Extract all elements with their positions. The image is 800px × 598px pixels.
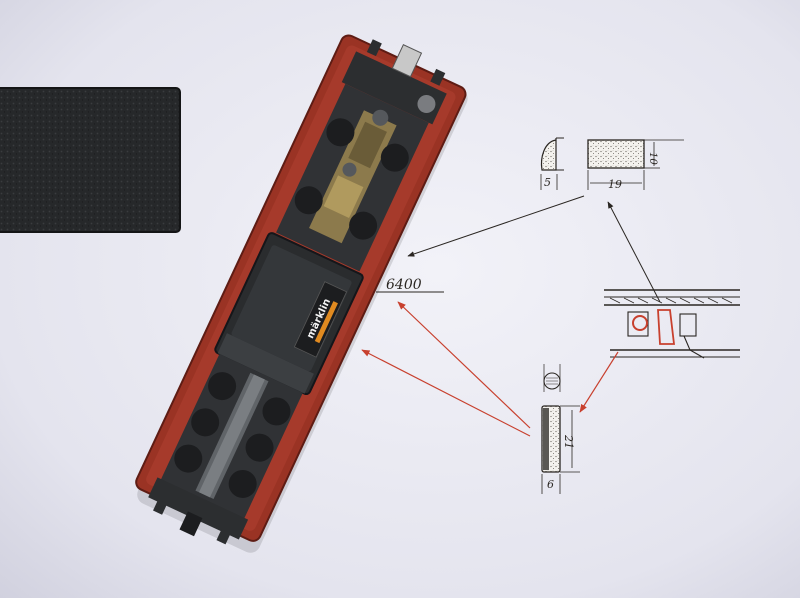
rear-bogie bbox=[276, 39, 447, 272]
motor-housing: märklin bbox=[214, 232, 364, 396]
sketch-pad-detail: 5 10 19 bbox=[540, 137, 684, 191]
front-bogie bbox=[148, 353, 303, 545]
model-number-annotation: 6400 bbox=[376, 277, 444, 293]
pad-height-dim: 10 bbox=[647, 152, 658, 165]
annotation-arrows bbox=[361, 195, 661, 437]
roll-width-dim: 6 bbox=[547, 478, 554, 491]
pad-width-dim: 19 bbox=[608, 178, 622, 191]
profile-dim: 5 bbox=[544, 176, 551, 189]
foam-block bbox=[0, 87, 181, 233]
roll-height-dim: 21 bbox=[562, 434, 575, 449]
model-number-label: 6400 bbox=[386, 277, 422, 293]
locomotive-underside: märklin bbox=[135, 34, 468, 553]
sketch-roll: 21 6 bbox=[541, 364, 580, 494]
sketch-cross-section bbox=[604, 289, 740, 359]
